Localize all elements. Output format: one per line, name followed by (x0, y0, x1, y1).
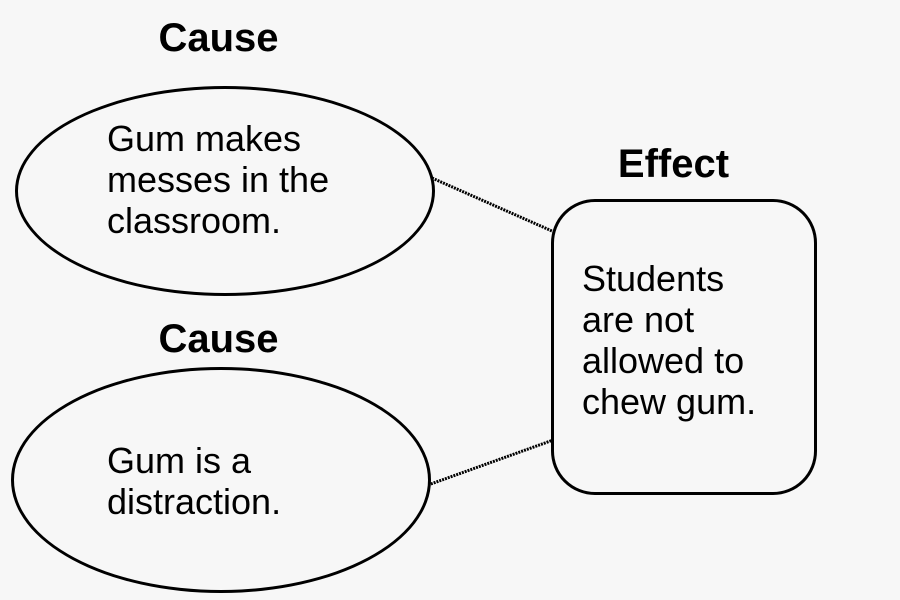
cause-2-line-2: distraction. (107, 481, 282, 522)
cause-heading-1: Cause (158, 16, 279, 60)
connector-line-cause-1 (431, 176, 562, 237)
cause-text-1: Gum makes messes in the classroom. (107, 118, 329, 241)
effect-heading: Effect (617, 142, 730, 186)
effect-line-4: chew gum. (582, 381, 757, 422)
cause-2-line-1: Gum is a (107, 440, 252, 481)
effect-box (551, 199, 817, 495)
effect-line-3: allowed to (582, 340, 745, 381)
connector-line-cause-2 (427, 437, 557, 487)
cause-1-line-2: messes in the (107, 159, 330, 200)
cause-oval-2 (11, 367, 431, 593)
cause-text-2: Gum is a distraction. (107, 440, 281, 522)
cause-heading-2: Cause (158, 317, 279, 361)
effect-line-2: are not (582, 299, 695, 340)
cause-1-line-1: Gum makes (107, 118, 302, 159)
effect-text: Students are not allowed to chew gum. (582, 258, 756, 422)
effect-line-1: Students (582, 258, 725, 299)
cause-oval-1 (15, 86, 435, 296)
cause-1-line-3: classroom. (107, 200, 282, 241)
